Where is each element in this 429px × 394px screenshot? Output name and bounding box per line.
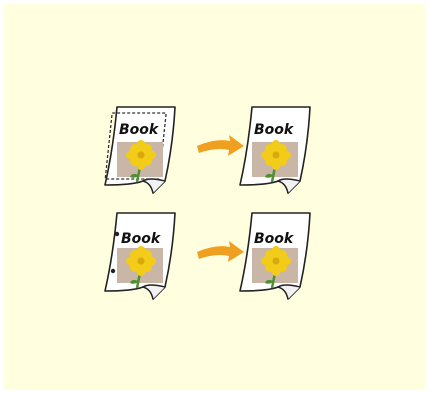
page-label: Book	[254, 122, 295, 138]
page-label: Book	[254, 231, 295, 247]
right-arrow-icon	[197, 241, 244, 262]
result-page-top: Book	[240, 107, 310, 193]
right-arrow-icon	[197, 135, 244, 156]
flower-photo	[252, 140, 298, 182]
punch-hole	[115, 232, 119, 236]
result-page-bottom: Book	[240, 213, 310, 299]
page-label: Book	[119, 122, 160, 138]
flower-photo	[117, 140, 163, 182]
flower-photo	[252, 246, 298, 288]
flower-photo	[117, 246, 163, 288]
page-label: Book	[121, 231, 162, 247]
illustration-panel: Book Book Book Book	[4, 4, 425, 390]
punch-hole	[111, 269, 115, 273]
original-page-punch-holes: Book	[105, 213, 175, 299]
original-page-border-shadow: Book	[105, 107, 175, 193]
